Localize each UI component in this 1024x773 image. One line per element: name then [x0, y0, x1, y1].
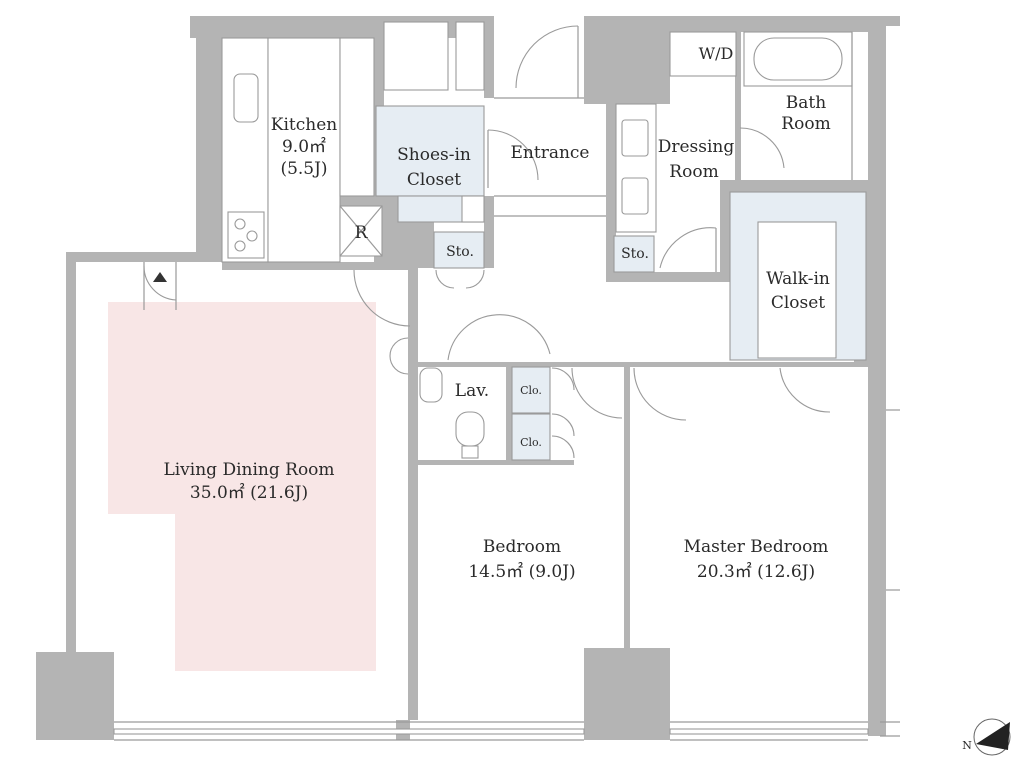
- bedroom-label: Bedroom 14.5㎡ (9.0J): [468, 537, 575, 582]
- svg-text:Room: Room: [669, 162, 718, 182]
- north-label: N: [962, 739, 972, 752]
- wd-label: W/D: [699, 44, 734, 63]
- svg-text:9.0㎡: 9.0㎡: [282, 137, 326, 157]
- doors: [143, 25, 831, 459]
- walls: [36, 16, 900, 740]
- lav-label: Lav.: [455, 381, 489, 401]
- svg-text:Shoes-in: Shoes-in: [397, 145, 471, 165]
- svg-text:Closet: Closet: [771, 293, 825, 313]
- closet-2: [511, 413, 551, 461]
- lavatory-fixtures: [419, 367, 485, 459]
- storage-1-label: Sto.: [446, 244, 474, 260]
- window-strip: [113, 409, 900, 741]
- walkin-inner: [757, 221, 837, 359]
- kitchen-label: Kitchen 9.0㎡ (5.5J): [271, 115, 337, 179]
- refrigerator-label: R: [355, 223, 369, 243]
- closet-1-label: Clo.: [520, 384, 542, 397]
- svg-text:Living Dining Room: Living Dining Room: [163, 460, 334, 480]
- svg-text:Walk-in: Walk-in: [766, 269, 830, 289]
- shoes-shelf: [461, 195, 485, 223]
- kitchen-fixtures: [221, 21, 485, 263]
- master-bedroom-label: Master Bedroom 20.3㎡ (12.6J): [684, 537, 829, 582]
- bath-fixtures: [615, 31, 853, 233]
- svg-text:14.5㎡ (9.0J): 14.5㎡ (9.0J): [468, 562, 575, 582]
- bath-room-label: Bath Room: [781, 93, 830, 134]
- svg-text:Kitchen: Kitchen: [271, 115, 337, 135]
- north-arrow-icon: N: [962, 718, 1011, 756]
- svg-text:Bath: Bath: [786, 93, 826, 113]
- svg-text:35.0㎡ (21.6J): 35.0㎡ (21.6J): [190, 483, 308, 503]
- living-dining-label: Living Dining Room 35.0㎡ (21.6J): [163, 460, 334, 503]
- storage-2-label: Sto.: [621, 246, 649, 262]
- svg-text:Room: Room: [781, 114, 830, 134]
- svg-text:(5.5J): (5.5J): [280, 159, 327, 179]
- svg-text:20.3㎡ (12.6J): 20.3㎡ (12.6J): [697, 562, 815, 582]
- entrance-label: Entrance: [511, 143, 590, 163]
- svg-text:Bedroom: Bedroom: [483, 537, 561, 557]
- shoes-closet-label: Shoes-in Closet: [397, 145, 471, 190]
- svg-text:Master Bedroom: Master Bedroom: [684, 537, 829, 557]
- closet-1: [511, 366, 551, 414]
- living-highlight: [108, 302, 376, 671]
- svg-text:Closet: Closet: [407, 170, 461, 190]
- storage-2: [613, 235, 655, 273]
- closet-2-label: Clo.: [520, 436, 542, 449]
- shoes-closet: [375, 105, 485, 197]
- svg-text:Dressing: Dressing: [658, 137, 735, 157]
- dressing-room-label: Dressing Room: [658, 137, 735, 182]
- storage-1: [433, 231, 485, 269]
- walkin-closet-label: Walk-in Closet: [766, 269, 830, 313]
